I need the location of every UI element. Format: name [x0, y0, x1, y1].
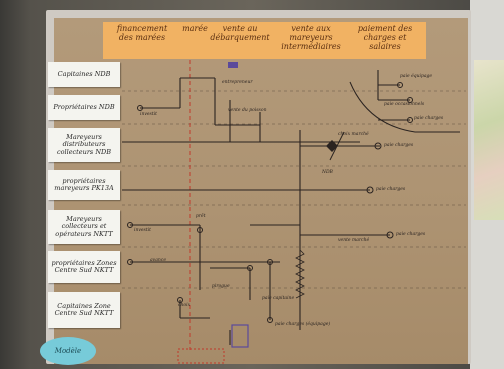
flow-lines — [122, 70, 410, 345]
note-paie-capitaine: paie capitaine — [262, 296, 295, 301]
purple-marker-top — [228, 62, 238, 68]
actor-card-proprietaires-ndb: Propriétaires NDB — [48, 95, 120, 120]
node-circles — [127, 82, 413, 323]
note-vente-marche: vente marché — [338, 238, 370, 243]
note-avance: avance — [150, 258, 166, 263]
header-vente-mareyeurs: vente aux mareyeurs intermédiaires — [281, 24, 341, 51]
red-box-bottom — [177, 348, 225, 364]
note-paie-charges-right: paie charges — [414, 116, 444, 121]
note-vente-poisson: vente du poisson — [228, 108, 267, 113]
header-paiement: paiement des charges et salaires — [357, 24, 413, 51]
note-paie-occasionnels: paie occasionnels — [384, 102, 425, 107]
actor-card-proprietaires-mareyeurs: propriétaires mareyeurs PK13A — [48, 170, 120, 200]
actor-card-capitaines-zcs: Capitaines Zone Centre Sud NKTT — [48, 292, 120, 328]
wall-map-poster — [474, 60, 504, 220]
note-investit: investit — [140, 112, 157, 117]
note-investit-2: investit — [134, 228, 151, 233]
actor-card-mareyeurs-ndb: Mareyeurs distributeurs collecteurs NDB — [48, 128, 120, 162]
curve-line — [349, 81, 460, 133]
header-maree: marée — [182, 24, 208, 33]
note-ndb: NDB — [322, 170, 333, 175]
zigzag — [295, 249, 305, 299]
header-vente-debarquement: vente au débarquement — [210, 24, 270, 42]
note-paie-charges-1: paie charges — [384, 143, 414, 148]
kraft-paper-sheet — [54, 18, 468, 364]
model-oval: Modèle — [40, 337, 96, 365]
header-band — [103, 22, 426, 59]
actor-card-mareyeurs-nktt: Mareyeurs collecteurs et opérateurs NKTT — [48, 210, 120, 244]
note-paie-equipage: paie équipage — [400, 74, 433, 79]
note-pret: prêt — [196, 214, 206, 219]
note-paie-charges-3: paie charges — [396, 232, 426, 237]
note-paie-charges-2: paie charges — [376, 187, 406, 192]
note-choix-marche: choix marché — [338, 132, 369, 137]
note-pirogue: pirogue — [212, 284, 230, 289]
note-choix: choix — [178, 303, 191, 308]
note-entrepreneur: entrepreneur — [222, 80, 253, 85]
actor-card-capitaines-ndb: Capitaines NDB — [48, 62, 120, 87]
header-financement: financement des marées — [116, 24, 168, 42]
note-paie-charges-equipage: paie charges (équipage) — [275, 322, 331, 327]
cross-line — [329, 131, 345, 161]
purple-box-bottom — [231, 324, 249, 348]
actor-card-proprietaires-zcs: propriétaires Zones Centre Sud NKTT — [48, 251, 120, 283]
